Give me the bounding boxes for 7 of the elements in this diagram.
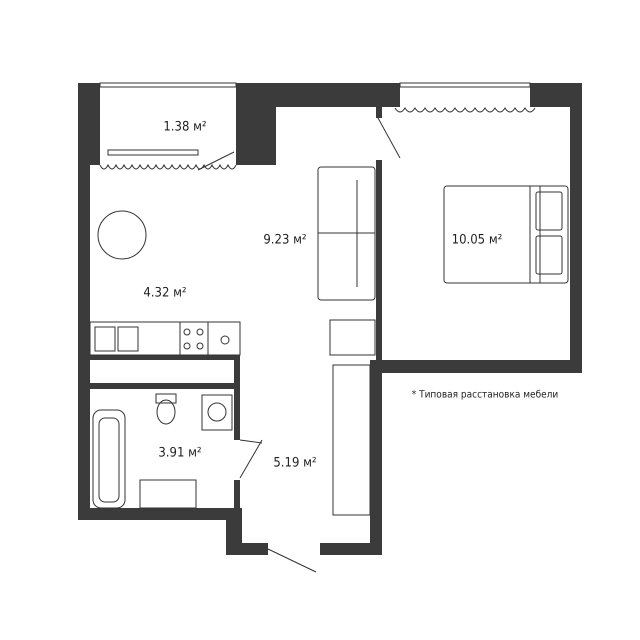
- area-label: 3.91 м²: [158, 446, 202, 460]
- area-label: 1.38 м²: [163, 120, 207, 134]
- area-label: 5.19 м²: [273, 456, 317, 470]
- area-label: 4.32 м²: [143, 286, 187, 300]
- footnote: * Типовая расстановка мебели: [412, 390, 558, 400]
- area-label: 10.05 м²: [452, 232, 502, 248]
- area-label: 9.23 м²: [263, 232, 307, 248]
